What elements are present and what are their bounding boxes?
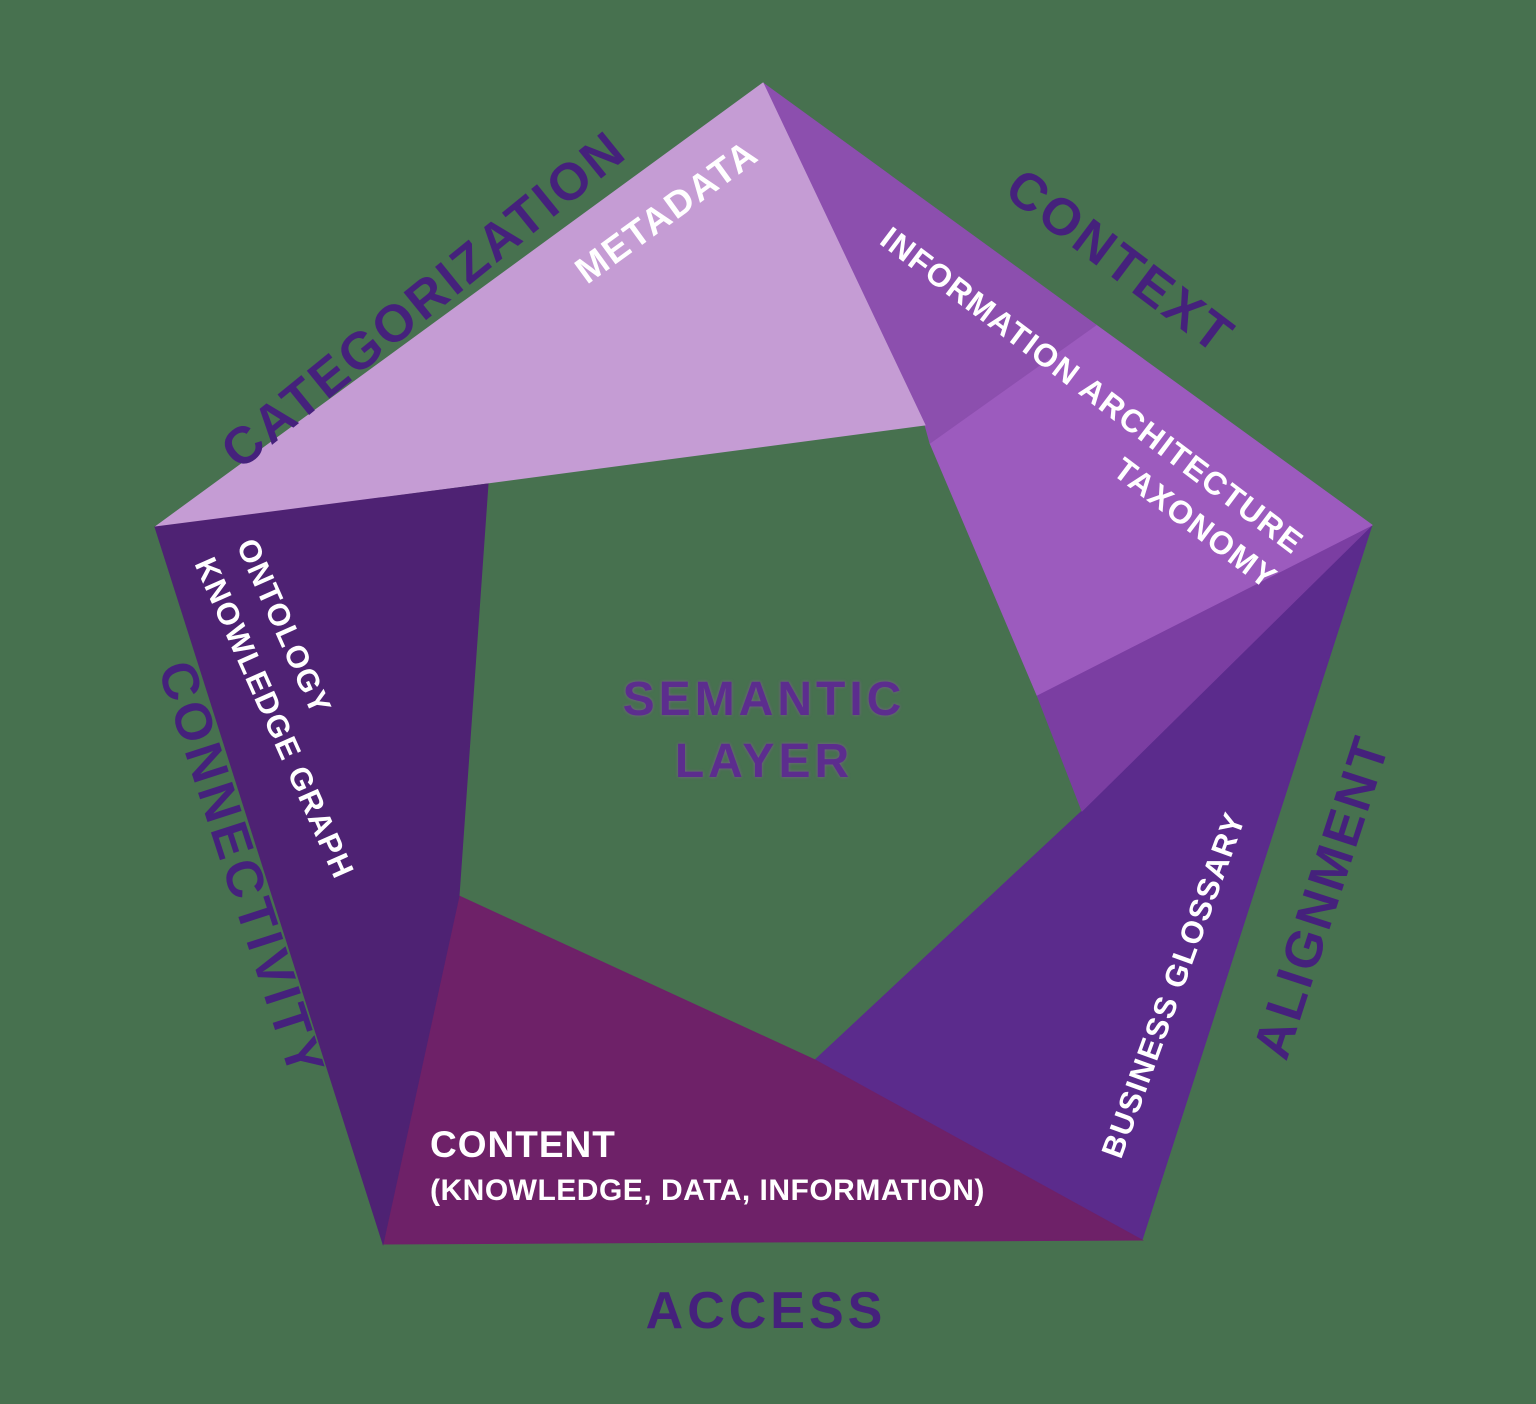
label-content-line1: CONTENT	[430, 1124, 616, 1165]
center-title: SEMANTIC LAYER	[623, 669, 906, 793]
label-access: ACCESS	[645, 1282, 887, 1340]
band-metadata	[154, 82, 926, 528]
label-content-line2: (KNOWLEDGE, DATA, INFORMATION)	[430, 1174, 985, 1207]
band-ontology	[154, 483, 489, 1246]
center-title-line1: SEMANTIC	[622, 673, 906, 726]
label-content: CONTENT (KNOWLEDGE, DATA, INFORMATION)	[430, 1122, 985, 1214]
center-title-line2: LAYER	[674, 735, 854, 788]
